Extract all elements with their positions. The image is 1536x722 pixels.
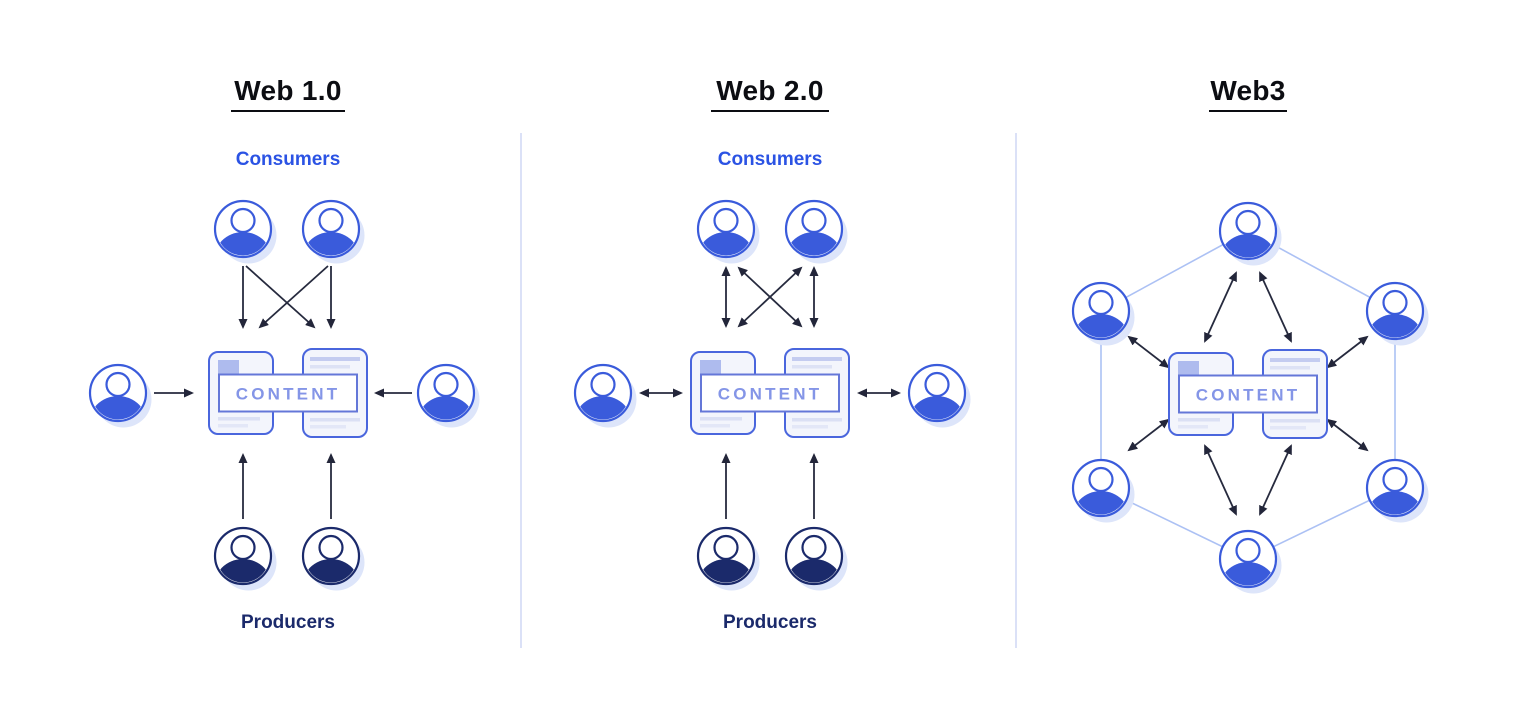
arrow-content-topuser-right-2way	[1259, 271, 1292, 343]
user-icon-peer-bottom	[1218, 531, 1282, 622]
arrow-content-lowerright-2way	[1326, 418, 1369, 452]
arrow-consumer-cross-lr	[245, 265, 316, 329]
content-box: CONTENT	[690, 348, 850, 438]
arrow-consumer-cross-rl-2way	[737, 266, 803, 328]
user-icon-consumer-side-left	[88, 365, 152, 456]
user-icon-consumer	[213, 201, 277, 292]
arrow-content-lowerleft-2way	[1127, 418, 1170, 452]
producers-label: Producers	[241, 612, 335, 633]
panel-web3: Web3 CONTENT	[1071, 75, 1429, 622]
arrow-content-bottomuser-right-2way	[1259, 444, 1292, 516]
producers-label: Producers	[723, 612, 817, 633]
arrow-content-topuser-left-2way	[1204, 271, 1237, 343]
user-icon-producer	[784, 528, 848, 619]
content-label: CONTENT	[718, 385, 823, 404]
user-icon-peer-lowerright	[1365, 460, 1429, 551]
user-icon-peer-lowerleft	[1071, 460, 1135, 551]
user-icon-consumer-side-left	[573, 365, 637, 456]
arrow-content-upperleft-2way	[1127, 335, 1170, 369]
content-box: CONTENT	[208, 348, 368, 438]
arrow-content-bottomuser-left-2way	[1204, 444, 1237, 516]
user-icon-peer-top	[1218, 203, 1282, 294]
arrow-content-upperright-2way	[1326, 335, 1369, 369]
panel-web2: Web 2.0 Consumers CONTENT Producers	[573, 75, 971, 633]
user-icon-consumer-side-right	[416, 365, 480, 456]
panel-title: Web 2.0	[716, 75, 823, 106]
consumers-label: Consumers	[718, 149, 823, 170]
user-icon-consumer	[784, 201, 848, 292]
user-icon-peer-upperleft	[1071, 283, 1135, 374]
user-icon-producer	[301, 528, 365, 619]
consumers-label: Consumers	[236, 149, 341, 170]
panel-title: Web3	[1210, 75, 1285, 106]
panel-title: Web 1.0	[234, 75, 341, 106]
user-icon-peer-upperright	[1365, 283, 1429, 374]
content-box: CONTENT	[1168, 349, 1328, 439]
arrow-consumer-cross-rl	[258, 265, 329, 329]
content-label: CONTENT	[236, 385, 341, 404]
user-icon-consumer	[301, 201, 365, 292]
user-icon-producer	[696, 528, 760, 619]
user-icon-consumer-side-right	[907, 365, 971, 456]
panel-web1: Web 1.0 Consumers CONTENT Producers	[88, 75, 480, 633]
user-icon-producer	[213, 528, 277, 619]
content-label: CONTENT	[1196, 386, 1301, 405]
